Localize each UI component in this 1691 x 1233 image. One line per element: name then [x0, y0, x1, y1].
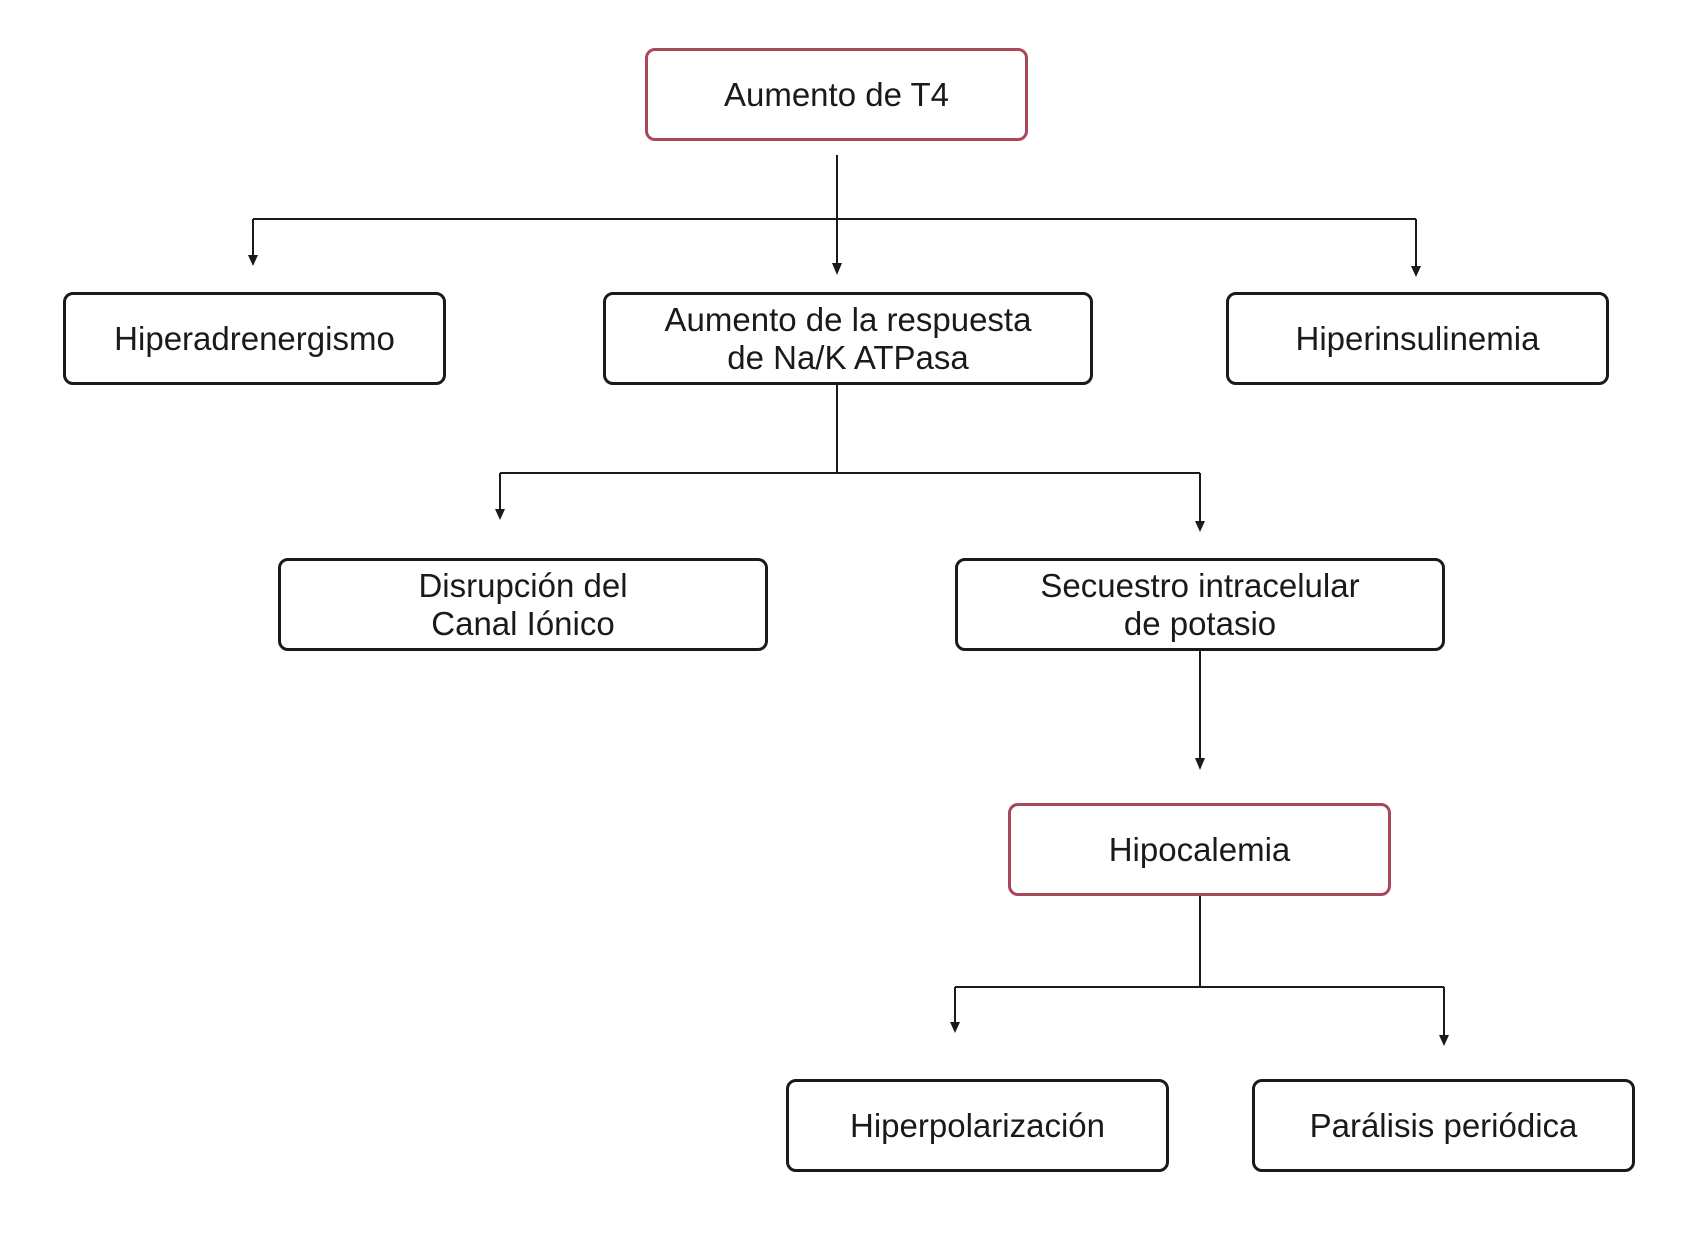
node-hiperinsulinemia: Hiperinsulinemia	[1226, 292, 1609, 385]
node-label: Aumento de T4	[723, 75, 950, 113]
node-secuestro-potasio: Secuestro intracelular de potasio	[955, 558, 1445, 651]
node-aumento-t4: Aumento de T4	[645, 48, 1028, 141]
node-disrupcion-canal: Disrupción del Canal Iónico	[278, 558, 768, 651]
node-label-line-1: Disrupción del	[418, 566, 628, 604]
arrowhead	[1411, 266, 1421, 277]
node-label: Parálisis periódica	[1309, 1106, 1578, 1144]
arrowhead	[1195, 521, 1205, 532]
node-label-line-2: Canal Iónico	[431, 604, 615, 642]
node-hipocalemia: Hipocalemia	[1008, 803, 1391, 896]
node-label-line-2: de Na/K ATPasa	[727, 338, 969, 376]
node-label-line-1: Aumento de la respuesta	[664, 300, 1032, 338]
node-respuesta-na-k: Aumento de la respuesta de Na/K ATPasa	[603, 292, 1093, 385]
node-hiperadrenergismo: Hiperadrenergismo	[63, 292, 446, 385]
arrowhead	[1439, 1035, 1449, 1046]
arrowhead	[950, 1022, 960, 1033]
node-label-line-1: Secuestro intracelular	[1040, 566, 1360, 604]
node-label: Hiperadrenergismo	[114, 319, 395, 357]
node-paralisis-periodica: Parálisis periódica	[1252, 1079, 1635, 1172]
arrowhead	[495, 509, 505, 520]
arrowhead	[832, 263, 842, 275]
node-label: Hiperinsulinemia	[1295, 319, 1540, 357]
node-label: Hiperpolarización	[850, 1106, 1105, 1144]
node-label: Hipocalemia	[1108, 830, 1291, 868]
arrowhead	[1195, 758, 1205, 770]
arrowhead	[248, 255, 258, 266]
node-hiperpolarizacion: Hiperpolarización	[786, 1079, 1169, 1172]
node-label-line-2: de potasio	[1123, 604, 1277, 642]
